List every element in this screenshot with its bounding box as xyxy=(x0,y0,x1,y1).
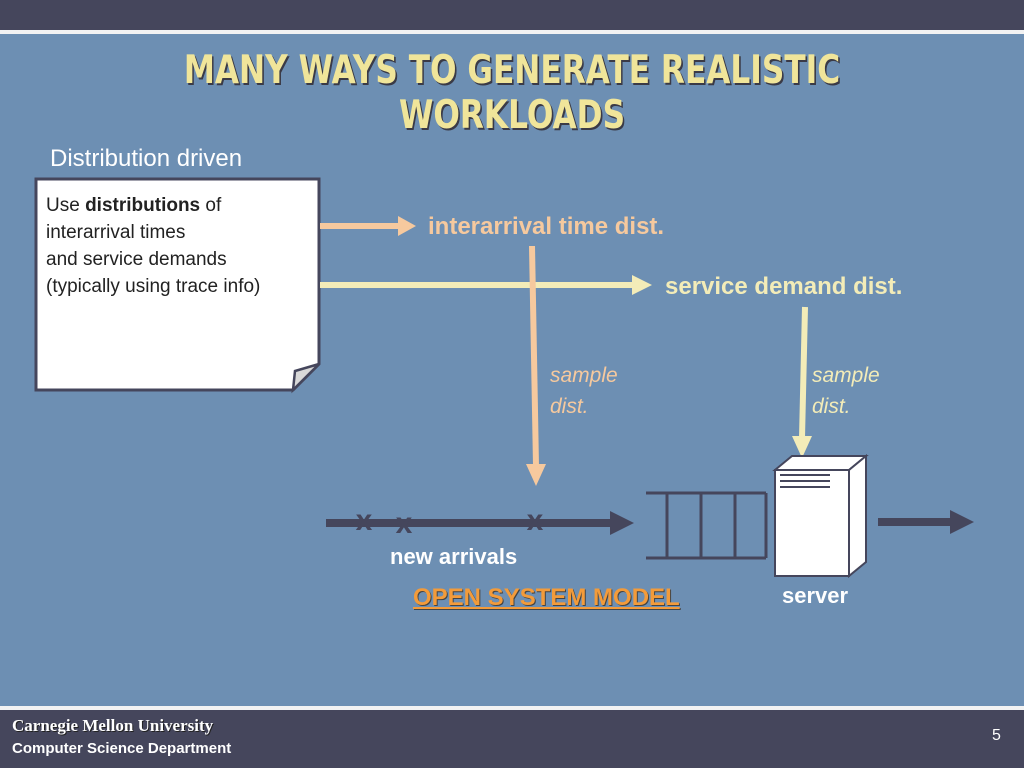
arrowhead-interarrival xyxy=(398,216,416,236)
bottom-divider xyxy=(0,706,1024,710)
service-demand-label: service demand dist. xyxy=(665,273,903,300)
arrival-mark: x xyxy=(356,504,373,537)
slide-title: MANY WAYS TO GENERATE REALISTIC WORKLOAD… xyxy=(183,48,841,138)
arrivals-arrowhead xyxy=(610,511,634,535)
server-icon xyxy=(772,453,869,579)
note-suffix: of xyxy=(205,195,222,216)
note-prefix: Use xyxy=(46,195,80,216)
sample-arrow-left xyxy=(529,245,539,467)
arrival-mark: x xyxy=(527,504,544,537)
footer-bar xyxy=(0,710,1024,768)
note-bold: distributions xyxy=(85,195,201,216)
new-arrivals-label: new arrivals xyxy=(390,544,518,569)
footer-department: Computer Science Department xyxy=(12,740,232,757)
top-bar xyxy=(0,0,1024,30)
page-number: 5 xyxy=(992,727,1001,744)
note-line3: and service demands xyxy=(46,249,227,270)
footer-university: Carnegie Mellon University xyxy=(12,716,214,735)
server-label: server xyxy=(782,583,849,608)
sample-label-right: sample dist. xyxy=(812,364,880,418)
note-fold xyxy=(291,362,320,394)
note-line4: (typically using trace info) xyxy=(46,276,261,297)
note-text: Use distributions of interarrival times … xyxy=(46,192,260,300)
arrowhead-service xyxy=(632,275,652,295)
section-heading: Distribution driven xyxy=(50,145,243,172)
interarrival-label: interarrival time dist. xyxy=(428,213,665,240)
top-divider xyxy=(0,30,1024,34)
sample-label-left: sample dist. xyxy=(550,364,618,418)
sample-arrow-right xyxy=(799,306,808,439)
sample-arrowhead-right xyxy=(792,436,812,458)
note-line2: interarrival times xyxy=(46,222,186,243)
arrival-mark: x xyxy=(396,507,413,540)
output-arrowhead xyxy=(950,510,974,534)
queue xyxy=(646,491,768,560)
sample-arrowhead-left xyxy=(526,464,546,486)
model-label: OPEN SYSTEM MODEL xyxy=(413,584,680,611)
